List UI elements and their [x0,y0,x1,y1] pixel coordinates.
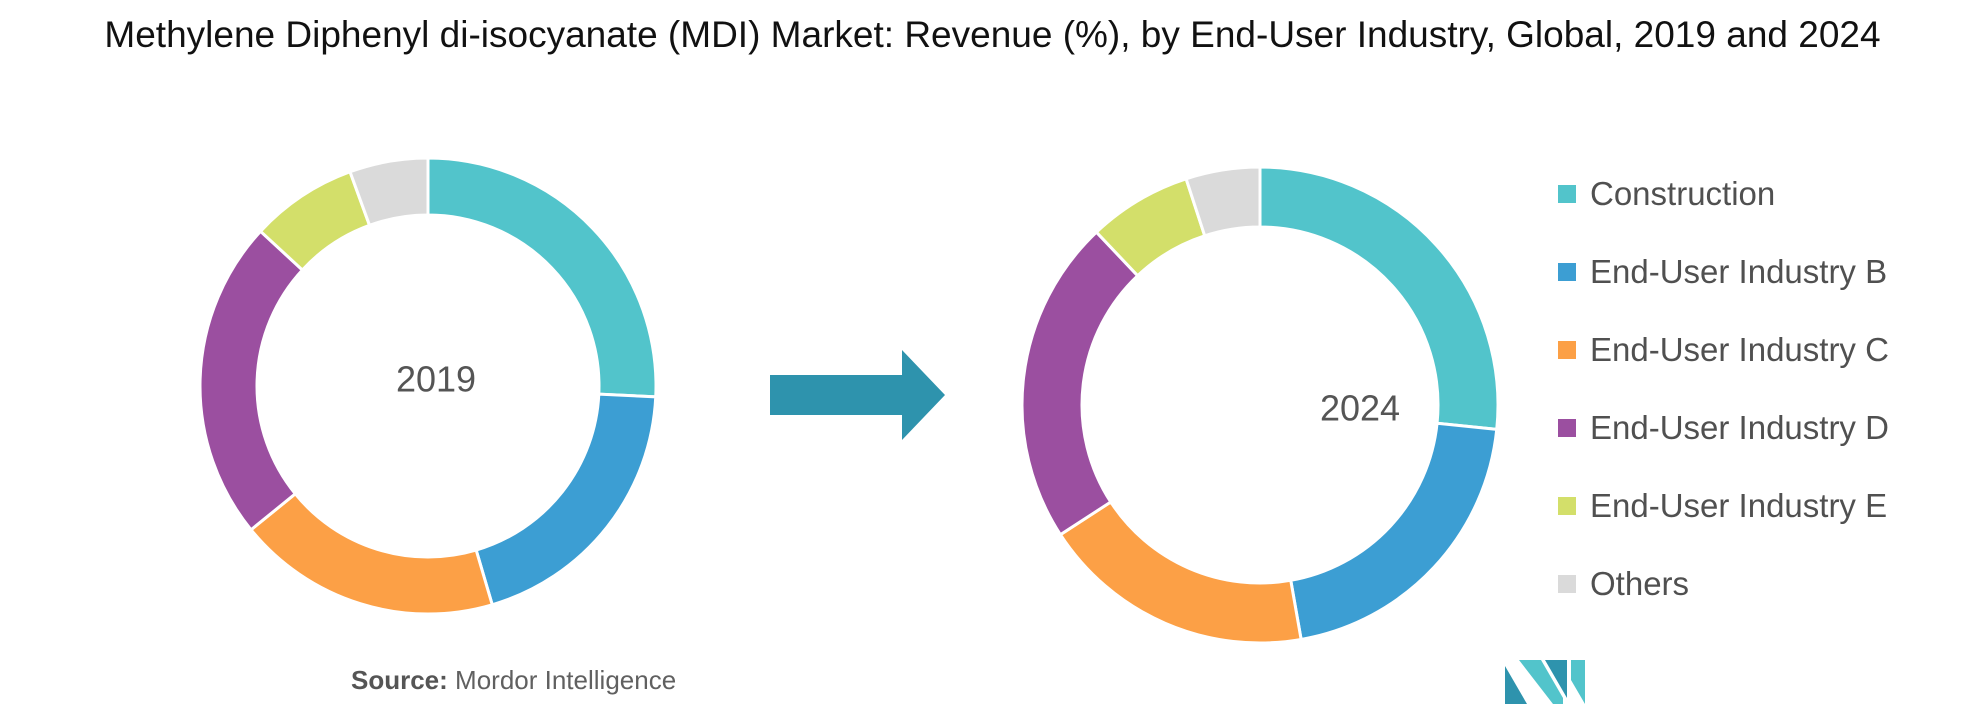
legend-swatch [1558,263,1576,281]
donut-slice-2024-end-user-industry-c [1058,499,1303,645]
source-text: Mordor Intelligence [455,665,677,695]
donut-slice-2019-others [348,156,430,228]
legend-item-end-user-industry-c: End-User Industry C [1558,311,1889,389]
donut-slice-2019-end-user-industry-b [474,392,658,607]
source-note: Source: Mordor Intelligence [351,665,676,696]
legend-swatch [1558,575,1576,593]
legend-swatch [1558,341,1576,359]
legend-item-end-user-industry-d: End-User Industry D [1558,389,1889,467]
donut-slice-2019-end-user-industry-c [248,491,495,616]
legend-label: Others [1590,565,1690,602]
legend-swatch [1558,497,1576,515]
legend-label: End-User Industry E [1590,487,1888,524]
legend-swatch [1558,185,1576,203]
legend-item-others: Others [1558,545,1889,623]
legend-label: End-User Industry C [1590,331,1889,368]
donut-slice-2019-end-user-industry-d [198,229,305,532]
legend-swatch [1558,419,1576,437]
legend-label: End-User Industry B [1590,253,1888,290]
mordor-logo-icon [1505,660,1585,704]
trend-arrow-icon [770,350,945,440]
donut-slice-2024-end-user-industry-b [1289,421,1499,642]
legend-label: Construction [1590,175,1776,212]
donut-slice-2024-end-user-industry-d [1020,230,1140,537]
donut-slice-2024-others [1184,165,1262,238]
donut-center-label-2024: 2024 [1320,388,1400,429]
donut-chart-2019: 2019 [198,156,658,616]
legend-item-construction: Construction [1558,155,1889,233]
legend-item-end-user-industry-e: End-User Industry E [1558,467,1889,545]
chart-title: Methylene Diphenyl di-isocyanate (MDI) M… [104,14,1881,55]
legend-label: End-User Industry D [1590,409,1889,446]
donut-center-label-2019: 2019 [396,359,476,400]
donut-chart-2024: 2024 [1020,165,1500,645]
legend-item-end-user-industry-b: End-User Industry B [1558,233,1889,311]
source-prefix: Source: [351,665,448,695]
